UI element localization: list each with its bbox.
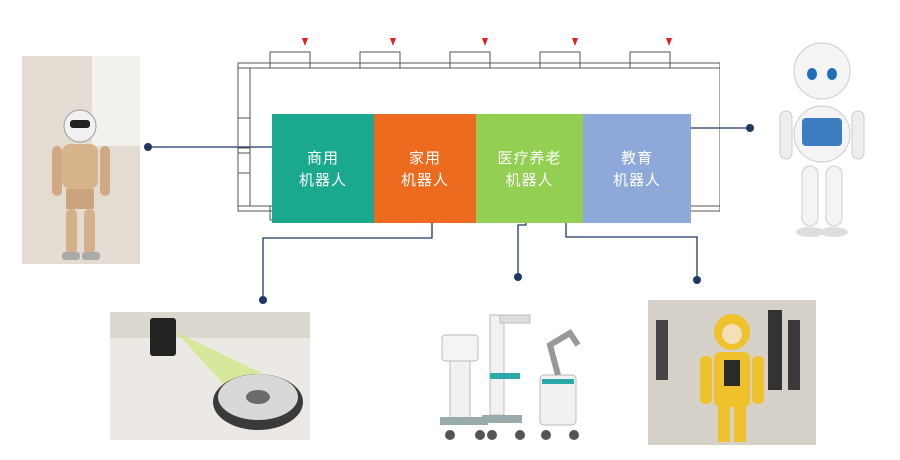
zone-education-label: 教育 机器人 (612, 148, 661, 189)
yellow-robot-illustration (648, 300, 816, 445)
connector-dot-education (746, 124, 754, 132)
zone-commercial-label: 商用 机器人 (298, 148, 347, 189)
connector-dot-medical (514, 273, 522, 281)
medical-robot-illustration (440, 314, 581, 440)
floor-plan: 商用 机器人 家用 机器人 医疗养老 机器人 教育 机器人 (230, 38, 721, 223)
zone-household: 家用 机器人 (374, 114, 476, 223)
robot-vacuum-photo (110, 312, 310, 440)
zone-medical-label: 医疗养老 机器人 (497, 148, 562, 189)
connector-dot-elderly (693, 276, 701, 284)
medical-robot-arm-photo (430, 305, 595, 445)
education-robot-photo (762, 26, 882, 240)
education-robot-illustration (779, 42, 865, 237)
zone-medical: 医疗养老 机器人 (476, 114, 583, 223)
humanoid-service-robot-photo (22, 56, 140, 264)
zone-education: 教育 机器人 (583, 114, 691, 223)
humanoid-robot-illustration (22, 56, 140, 264)
zone-household-label: 家用 机器人 (400, 148, 449, 189)
connector-dot-household (259, 296, 267, 304)
zone-commercial: 商用 机器人 (272, 114, 374, 223)
robot-vacuum-illustration (110, 312, 310, 440)
connector-dot-commercial (144, 143, 152, 151)
yellow-robot-exhibit-photo (648, 300, 816, 445)
